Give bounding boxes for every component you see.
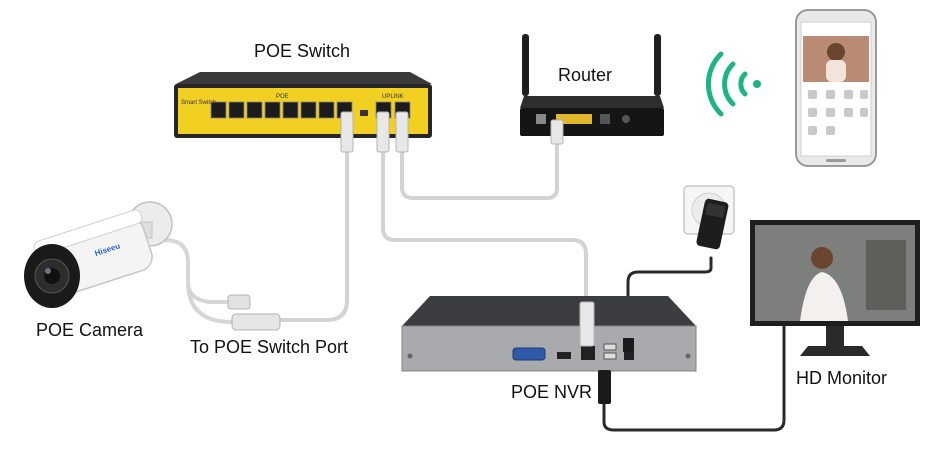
switch-poe-ports (210, 101, 353, 119)
wifi-icon (705, 51, 761, 117)
rj45-plug (550, 119, 564, 145)
rj45-plug (340, 111, 354, 153)
camera-pigtail-cable-2 (186, 280, 234, 324)
dc-power-port (624, 346, 634, 360)
switch-port (318, 101, 335, 119)
rj45-plug (395, 111, 409, 153)
router-antenna (522, 34, 529, 96)
nvr-to-monitor-cable (602, 324, 786, 432)
switch-port (210, 101, 227, 119)
switch-port (300, 101, 317, 119)
router-yellow-ports (556, 114, 592, 124)
switch-poe-tag: POE (276, 94, 289, 100)
camera-lens-glare (45, 268, 51, 274)
camera-to-switch-cable (280, 148, 349, 322)
power-plug (623, 338, 634, 352)
phone-home-button (826, 159, 846, 162)
poe-camera-label: POE Camera (36, 320, 144, 340)
poe-nvr-label: POE NVR (511, 382, 592, 402)
phone-app-grid (808, 90, 868, 135)
rj45-plug (579, 301, 595, 347)
rj45-plug (376, 111, 390, 153)
nvr-screw (407, 353, 413, 359)
switch-port (264, 101, 281, 119)
router-port-block (536, 114, 546, 124)
phone-video-figure-body (826, 60, 846, 82)
phone-video-figure (827, 43, 845, 61)
switch-to-nvr-cable (381, 148, 588, 307)
router-top (520, 96, 664, 108)
monitor-screen-window (866, 240, 906, 310)
poe-camera: Hiseeu (24, 201, 281, 331)
hd-monitor-label: HD Monitor (796, 368, 887, 388)
cables (163, 138, 786, 432)
usb-port (603, 352, 617, 360)
router-port (600, 114, 610, 124)
router-antenna (654, 34, 661, 96)
dc-power-connector (227, 294, 251, 310)
switch-port (246, 101, 263, 119)
switch-port (228, 101, 245, 119)
camera-sunshield (33, 209, 143, 256)
lan-port (581, 346, 595, 360)
nvr-front-panel (401, 325, 697, 372)
switch-uplink-tag: UPLINK (382, 94, 404, 100)
poe-switch: Smart Switch POE UPLINK (174, 72, 432, 153)
switch-top-face (176, 72, 432, 84)
poe-switch-label: POE Switch (254, 41, 350, 61)
to-poe-switch-port-label: To POE Switch Port (190, 337, 348, 357)
monitor-stand-neck (826, 326, 844, 348)
monitor-screen-figure-body (800, 272, 848, 321)
router-power-jack (622, 115, 630, 123)
monitor-stand-base (800, 346, 870, 356)
monitor-screen-figure-head (811, 247, 833, 269)
poe-nvr (401, 296, 697, 404)
vga-port (512, 347, 546, 361)
hdmi-port (557, 352, 571, 359)
router-label: Router (558, 65, 612, 85)
usb-port (603, 343, 617, 351)
nvr-power-cable (626, 256, 713, 344)
switch-to-router-cable (400, 138, 559, 200)
switch-port (282, 101, 299, 119)
nvr-top-face (402, 296, 696, 326)
router (520, 34, 664, 145)
camera-pigtail-cable (163, 238, 238, 304)
switch-led-block (360, 110, 368, 116)
hd-monitor (750, 220, 920, 356)
smartphone-icon (795, 9, 877, 167)
hdmi-plug (598, 370, 611, 404)
nvr-screw (685, 353, 691, 359)
rj45-coupler (231, 313, 281, 331)
switch-panel-text: Smart Switch (181, 100, 216, 106)
power-adapter-icon (696, 198, 729, 250)
